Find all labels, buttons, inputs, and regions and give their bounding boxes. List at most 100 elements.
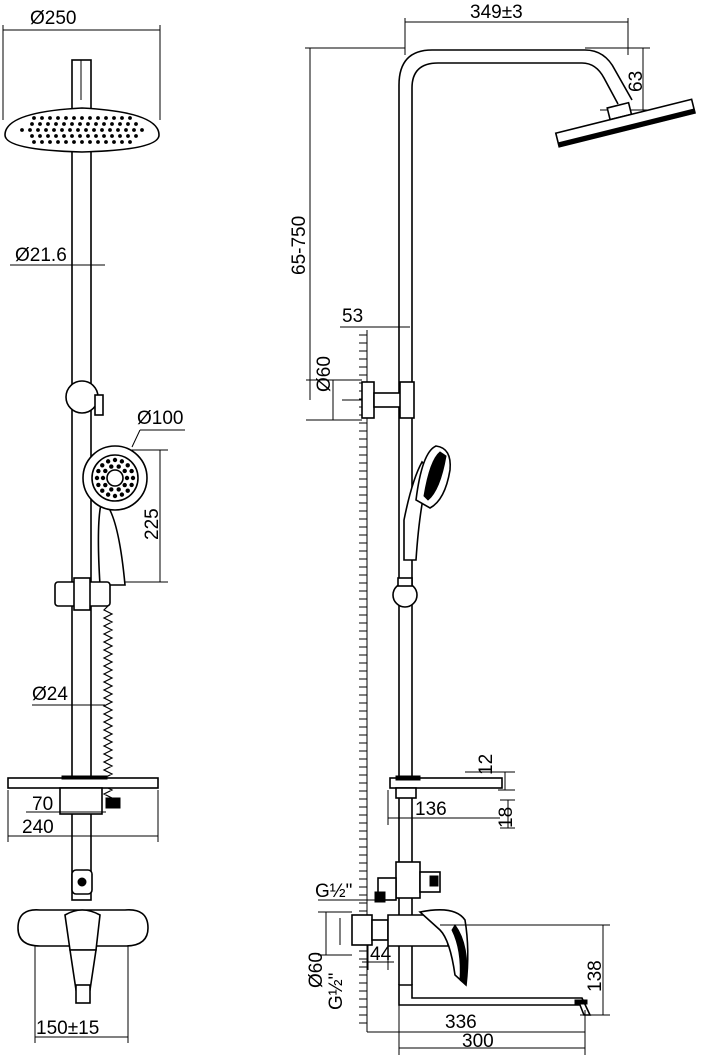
nozzle-dot (130, 475, 136, 481)
nozzle-dot (56, 140, 60, 144)
nozzle-dot (96, 140, 100, 144)
nozzle-dot (109, 487, 114, 492)
nozzle-dot (126, 122, 130, 126)
nozzle-dot (103, 482, 108, 488)
nozzle-dot (84, 128, 88, 132)
overhead-shower-head (4, 107, 160, 153)
nozzle-dot (78, 134, 82, 138)
dim-slider-diameter: Ø24 (32, 684, 68, 705)
nozzle-dot (70, 134, 74, 138)
nozzle-dot (94, 475, 100, 481)
dim-flange-diameter: Ø60 (306, 952, 327, 988)
dim-hand-diameter: Ø100 (137, 408, 183, 429)
nozzle-dot (80, 116, 84, 120)
nozzle-dot (40, 116, 44, 120)
nozzle-dot (86, 134, 90, 138)
nozzle-dot (122, 482, 127, 488)
side-shower-head (554, 98, 696, 148)
dim-shelf-thickness: 12 (476, 754, 497, 775)
nozzle-dot (88, 116, 92, 120)
side-diverter (374, 861, 441, 903)
diverter-knob (65, 380, 99, 414)
nozzle-dot (134, 122, 138, 126)
nozzle-dot (124, 128, 128, 132)
nozzle-dot (132, 128, 136, 132)
nozzle-dot (116, 128, 120, 132)
nozzle-dot (60, 128, 64, 132)
nozzle-dot (104, 140, 108, 144)
nozzle-dot (112, 140, 116, 144)
dim-head-diameter: Ø250 (30, 8, 76, 29)
dim-bracket-diameter: Ø60 (314, 356, 335, 392)
nozzle-dot (46, 122, 50, 126)
nozzle-dot (100, 488, 105, 493)
nozzle-dot (46, 134, 50, 138)
head-nozzles (20, 116, 144, 144)
dim-spout-height: 138 (585, 960, 606, 992)
dim-pipe-diameter: Ø21.6 (15, 245, 67, 266)
wall-hatching (359, 334, 367, 1024)
nozzle-dot (44, 128, 48, 132)
nozzle-dot (104, 116, 108, 120)
nozzle-dot (54, 134, 58, 138)
nozzle-dot (86, 122, 90, 126)
nozzle-dot (78, 122, 82, 126)
nozzle-dot (68, 128, 72, 132)
dim-thread-top: G½" (315, 881, 352, 902)
nozzle-dot (20, 128, 24, 132)
dim-shelf-side-depth: 136 (415, 799, 447, 820)
nozzle-dot (94, 134, 98, 138)
hand-shower (82, 445, 148, 586)
nozzle-dot (52, 128, 56, 132)
nozzle-dot (125, 488, 130, 493)
dim-arm-reach: 349±3 (470, 2, 523, 23)
nozzle-dot (100, 128, 104, 132)
nozzle-dot (124, 475, 130, 481)
dim-thread-bottom: G½" (326, 973, 347, 1010)
shower-arm-outer (398, 49, 633, 985)
nozzle-dot (62, 122, 66, 126)
nozzle-dot (126, 134, 130, 138)
hand-nozzles (94, 457, 136, 499)
nozzle-dot (112, 457, 118, 463)
shelf (7, 775, 159, 815)
nozzle-dot (128, 116, 132, 120)
nozzle-dot (102, 134, 106, 138)
nozzle-dot (56, 116, 60, 120)
hose-coil (102, 605, 114, 799)
side-mixer (351, 909, 469, 987)
nozzle-dot (76, 128, 80, 132)
dim-hand-height: 225 (142, 508, 163, 540)
nozzle-dot (88, 140, 92, 144)
nozzle-dot (40, 140, 44, 144)
mixer-body (17, 909, 149, 1004)
nozzle-dot (109, 464, 114, 469)
nozzle-dot (116, 464, 121, 469)
nozzle-dot (100, 463, 105, 468)
nozzle-dot (54, 122, 58, 126)
nozzle-dot (80, 140, 84, 144)
nozzle-dot (72, 116, 76, 120)
nozzle-dot (64, 116, 68, 120)
nozzle-dot (64, 140, 68, 144)
nozzle-dot (70, 122, 74, 126)
nozzle-dot (120, 140, 124, 144)
nozzle-dot (102, 122, 106, 126)
wall-bracket (342, 381, 415, 419)
front-view: Ø250 Ø21.6 Ø100 225 (2, 8, 185, 1043)
dim-bracket-offset: 53 (342, 306, 363, 327)
dim-spout-reach: 336 (445, 1012, 477, 1033)
dim-spout-length: 300 (462, 1031, 494, 1052)
nozzle-dot (30, 122, 34, 126)
dim-height-range: 65-750 (289, 216, 310, 275)
nozzle-dot (32, 116, 36, 120)
nozzle-dot (129, 482, 134, 488)
bath-spout (398, 984, 592, 1016)
nozzle-dot (28, 128, 32, 132)
dim-mixer-centers: 150±15 (36, 1018, 99, 1039)
nozzle-dot (125, 463, 130, 468)
nozzle-dot (140, 128, 144, 132)
dim-head-drop: 63 (626, 71, 647, 92)
nozzle-dot (110, 122, 114, 126)
